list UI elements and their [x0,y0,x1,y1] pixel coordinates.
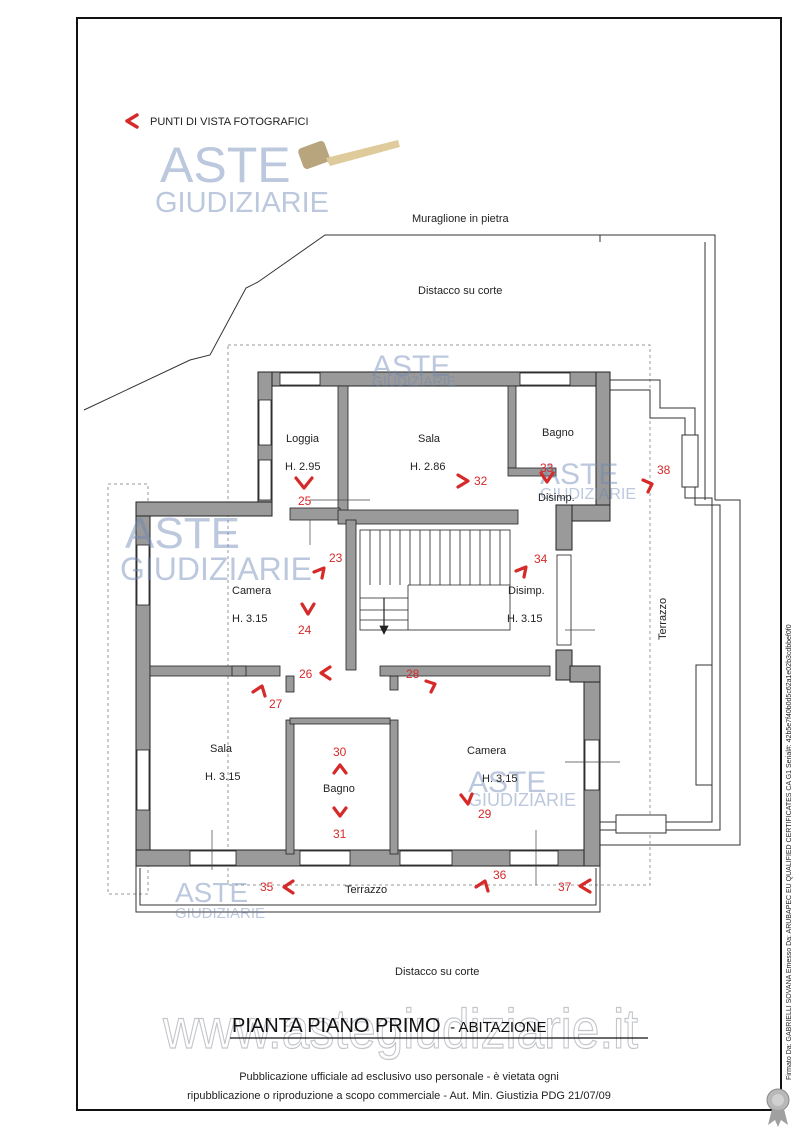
viewpoint-arrow-icon [312,566,326,580]
room-terrazzo-bottom-name: Terrazzo [345,884,387,896]
viewpoint-number: 28 [406,667,420,681]
viewpoint-number: 25 [298,494,312,508]
viewpoint-numbers: 23 24 25 26 27 28 29 30 31 32 33 34 35 3… [260,461,671,894]
legend-label: PUNTI DI VISTA FOTOGRAFICI [150,116,309,128]
svg-text:GIUDIZIARIE: GIUDIZIARIE [372,373,456,389]
svg-text:GIUDIZIARIE: GIUDIZIARIE [175,905,265,922]
viewpoint-number: 33 [540,461,554,475]
room-sala-bottom-height: H. 3.15 [205,771,240,783]
viewpoint-arrow-icon [251,684,267,698]
room-disimp-small-name: Disimp. [538,492,575,504]
room-camera-left-name: Camera [232,585,272,597]
room-loggia-name: Loggia [286,433,320,445]
legend-arrow-icon [125,113,139,129]
viewpoint-number: 27 [269,697,283,711]
watermark-aste-text: ASTE [160,137,291,193]
viewpoint-number: 26 [299,667,313,681]
viewpoint-arrow-icon [539,471,555,484]
viewpoint-number: 31 [333,827,347,841]
viewpoint-number: 29 [478,807,492,821]
viewpoint-arrow-icon [578,878,592,894]
footer-line-2: ripubblicazione o riproduzione a scopo c… [187,1090,611,1102]
svg-text:GIUDIZIARIE: GIUDIZIARIE [540,486,636,503]
court-bottom-label: Distacco su corte [395,966,479,978]
staircase [359,529,511,635]
svg-text:GIUDIZIARIE: GIUDIZIARIE [120,551,312,587]
watermark-repeats: ASTE GIUDIZIARIE ASTE GIUDIZIARIE ASTE G… [120,350,636,922]
terrace-bottom-outline [135,865,601,913]
room-camera-left-height: H. 3.15 [232,613,267,625]
viewpoint-arrow-icon [332,806,348,818]
court-top-label: Distacco su corte [418,285,502,297]
viewpoint-number: 34 [534,552,548,566]
viewpoint-arrows [251,471,654,895]
room-sala-bottom-name: Sala [210,743,233,755]
room-sala-top-name: Sala [418,433,441,445]
viewpoint-arrow-icon [332,763,348,775]
svg-text:ASTE: ASTE [468,766,546,799]
watermark-giudiziarie-text: GIUDIZIARIE [155,187,329,219]
room-camera-right-name: Camera [467,745,507,757]
viewpoint-arrow-icon [294,476,314,490]
svg-text:ASTE: ASTE [372,350,450,383]
viewpoint-arrow-icon [456,473,470,489]
viewpoint-arrow-icon [319,665,332,681]
room-disimp-right-name: Disimp. [508,585,545,597]
footer-line-1: Pubblicazione ufficiale ad esclusivo uso… [239,1071,559,1083]
windows [136,372,600,866]
viewpoint-number: 23 [329,551,343,565]
viewpoint-arrow-icon [300,602,316,616]
viewpoint-number: 30 [333,745,347,759]
viewpoint-number: 35 [260,880,274,894]
plan-title-sub: - ABITAZIONE [450,1019,546,1036]
viewpoint-number: 38 [657,463,671,477]
svg-text:ASTE: ASTE [175,877,248,908]
interior-walls [149,385,557,855]
plan-title-main: PIANTA PIANO PRIMO [232,1015,441,1037]
stone-wall-label: Muraglione in pietra [412,213,509,225]
viewpoint-number: 24 [298,623,312,637]
svg-text:GIUDIZIARIE: GIUDIZIARIE [468,790,576,810]
viewpoint-number: 37 [558,880,572,894]
plan-title: PIANTA PIANO PRIMO - ABITAZIONE [232,1015,547,1037]
url-watermark: www.astegiudiziarie.it [162,997,638,1060]
site-boundaries [83,234,716,895]
viewpoint-arrow-icon [459,792,474,806]
room-camera-right-height: H. 3.15 [482,773,517,785]
legend: PUNTI DI VISTA FOTOGRAFICI [125,113,309,129]
room-sala-top-height: H. 2.86 [410,461,445,473]
terrace-right-outline [600,379,741,846]
certificate-seal-icon [766,1088,790,1127]
watermark-logo-main: ASTE GIUDIZIARIE [155,137,400,219]
room-disimp-right-height: H. 3.15 [507,613,542,625]
svg-text:ASTE: ASTE [125,509,240,558]
viewpoint-arrow-icon [282,879,295,895]
viewpoint-number: 32 [474,474,488,488]
door-lines [211,499,620,885]
gavel-icon [298,140,400,169]
room-bagno-bottom-name: Bagno [323,783,355,795]
room-loggia-height: H. 2.95 [285,461,320,473]
viewpoint-arrow-icon [424,679,437,694]
room-bagno-top-name: Bagno [542,427,574,439]
viewpoint-arrow-icon [514,565,528,579]
viewpoint-arrow-icon [641,478,654,494]
side-signature-note: Firmato Da: GABRIELLI SOVANA Emesso Da: … [786,624,793,1080]
viewpoint-number: 36 [493,868,507,882]
sheet-frame [76,17,782,1111]
viewpoint-arrow-icon [474,879,490,893]
room-terrazzo-right-name: Terrazzo [657,598,669,640]
